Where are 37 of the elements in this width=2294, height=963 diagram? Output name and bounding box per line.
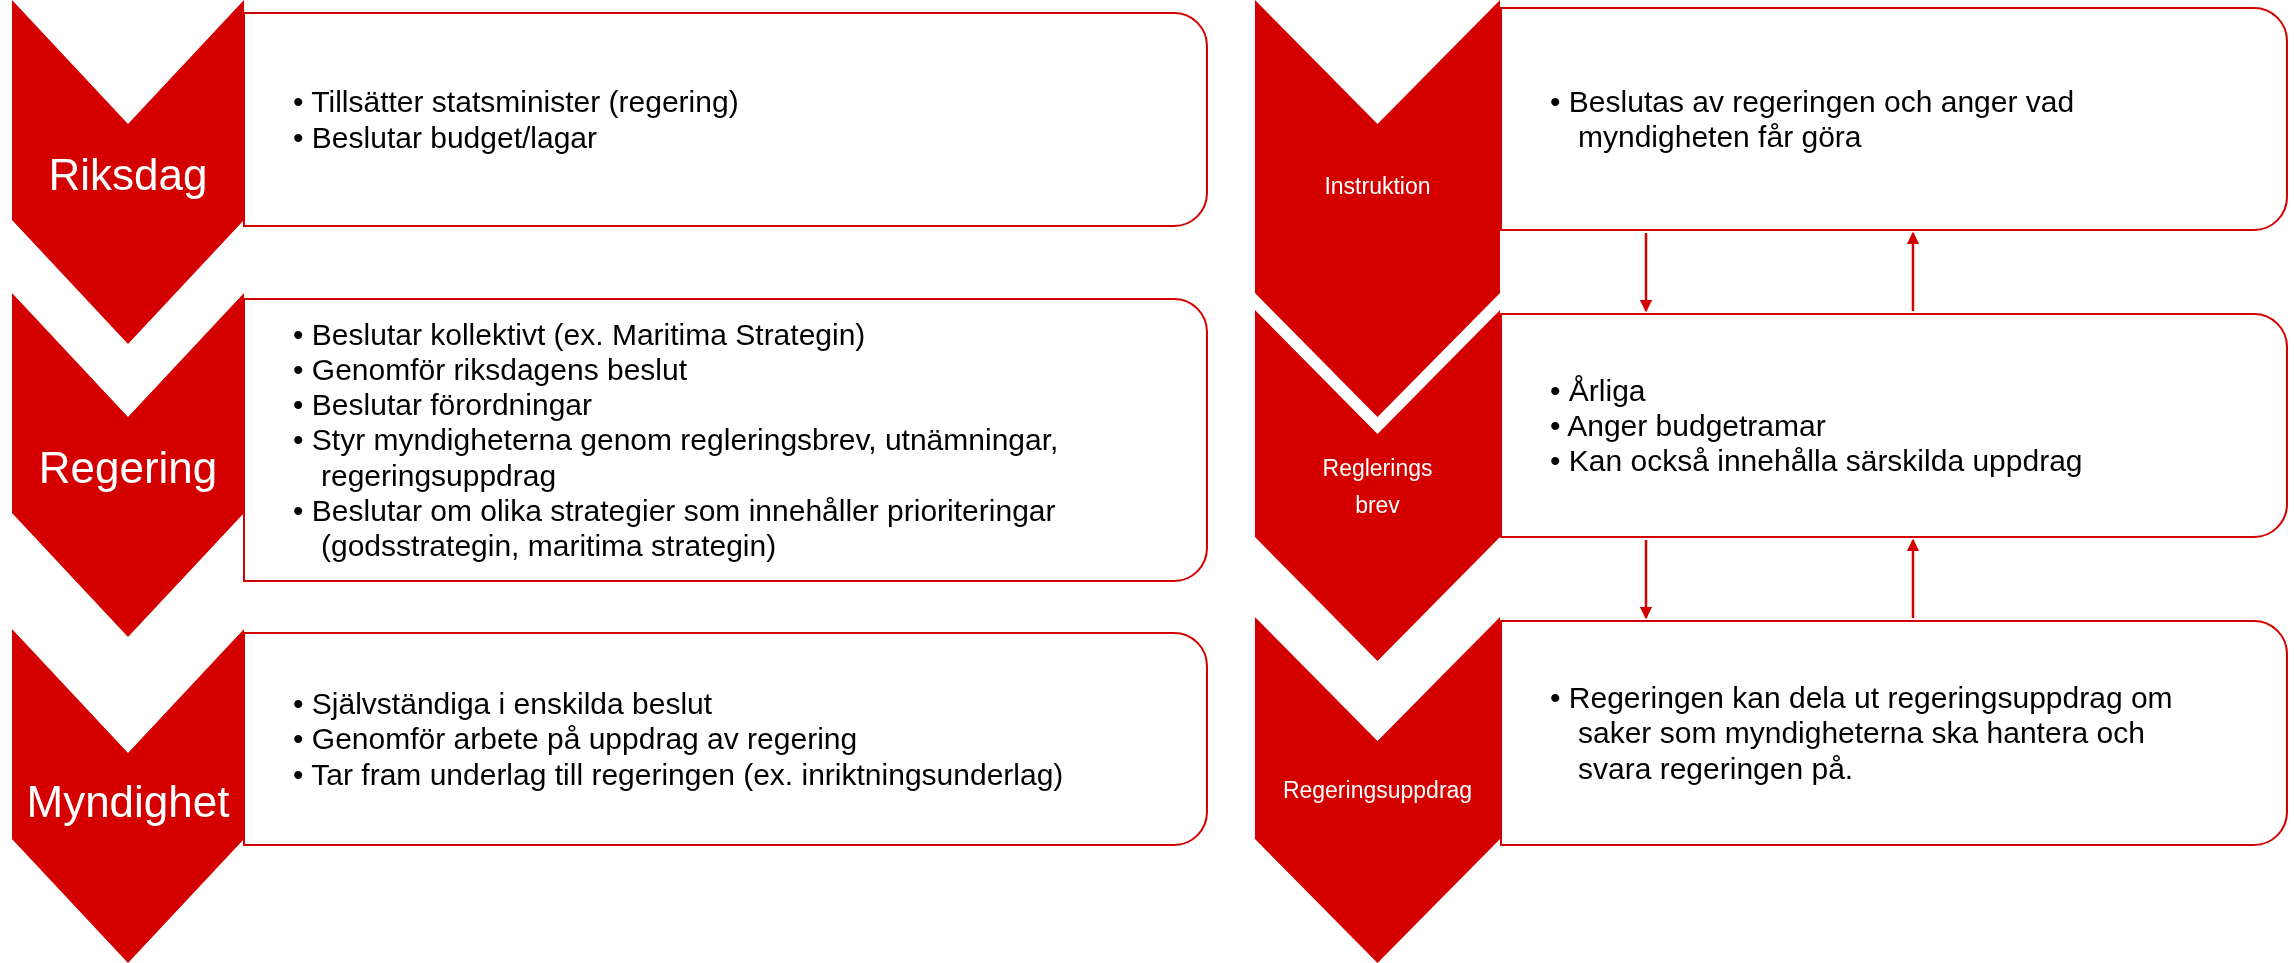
text-box	[1500, 620, 2288, 846]
text-box	[243, 632, 1208, 846]
chevron-shape	[12, 293, 244, 637]
chevron-shape	[1255, 617, 1500, 963]
bullet-text: • Beslutas av regeringen och anger vad myndigheten får göra	[1550, 83, 2076, 155]
arrow	[1639, 540, 1653, 620]
chevron-shape	[1255, 0, 1500, 417]
bullet-text: • Tar fram underlag till regeringen (ex. inriktningsunderlag)	[293, 756, 1064, 792]
chevron-label: Riksdag	[47, 150, 209, 200]
bullet-text: • Regeringen kan dela ut regeringsuppdrag om saker som myndigheterna ska hantera och svara regeringen på.	[1550, 680, 2174, 786]
bullet-text: • Beslutar kollektivt (ex. Maritima Strategin)	[293, 317, 867, 353]
text-box	[1500, 313, 2288, 538]
bullet-text: • Beslutar budget/lagar	[293, 119, 599, 155]
text-box	[243, 298, 1208, 582]
text-box	[1500, 7, 2288, 231]
chevron-label: Myndighet	[25, 777, 231, 827]
chevron-shape	[1255, 310, 1500, 661]
bullet-text: • Genomför arbete på uppdrag av regering	[293, 721, 859, 757]
arrow	[1906, 538, 1920, 618]
bullet-text: • Självständiga i enskilda beslut	[293, 686, 714, 722]
chevron-label: Regeringsuppdrag	[1281, 777, 1474, 804]
bullet-text: • Genomför riksdagens beslut	[293, 352, 689, 388]
bullet-text: • Styr myndigheterna genom regleringsbrev, utnämningar, regeringsuppdrag	[293, 422, 1060, 493]
chevron-label: Reglerings brev	[1321, 454, 1434, 520]
chevron-shape	[12, 629, 244, 963]
bullet-text: • Anger budgetramar	[1550, 407, 1827, 444]
text-box	[243, 12, 1208, 227]
bullet-text: • Tillsätter statsminister (regering)	[293, 84, 739, 120]
bullet-text: • Årliga	[1550, 372, 1647, 408]
bullet-text: • Beslutar förordningar	[293, 387, 593, 423]
arrow	[1639, 233, 1653, 313]
arrow	[1906, 231, 1920, 311]
chevron-label: Instruktion	[1323, 172, 1432, 201]
bullet-text: • Kan också innehålla särskilda uppdrag	[1550, 443, 2083, 479]
bullet-text: • Beslutar om olika strategier som innehåller prioriteringar (godsstrategin, maritima strategin)	[293, 492, 1057, 563]
chevron-shape	[12, 0, 244, 344]
chevron-label: Regering	[37, 443, 219, 493]
